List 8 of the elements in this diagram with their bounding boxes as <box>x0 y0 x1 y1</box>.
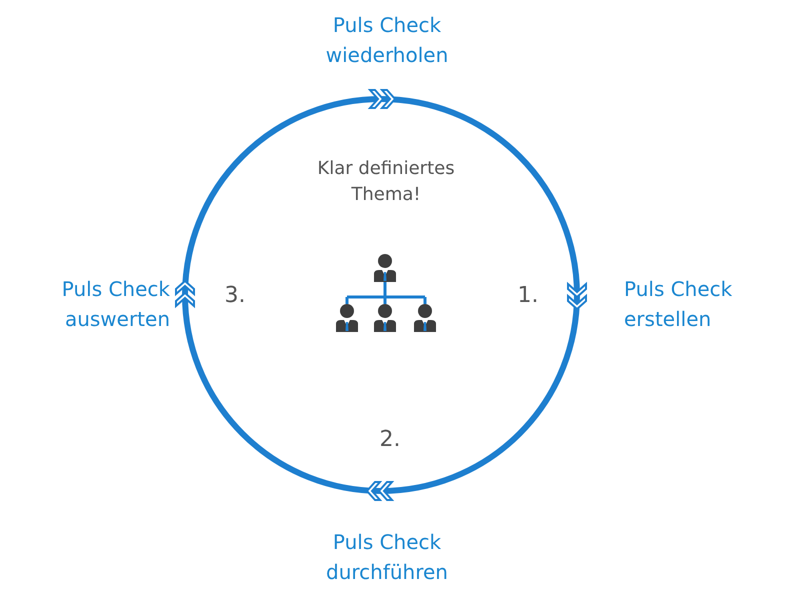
step-number: 3. <box>224 283 246 309</box>
step-number: 1. <box>516 283 540 309</box>
note-text: Klar definiertes Thema! <box>316 157 456 207</box>
stage-label: Puls Check wiederholen <box>302 10 472 70</box>
step-number: 2. <box>378 427 402 453</box>
stage-label: Puls Check durchführen <box>302 527 472 587</box>
stage-label: Puls Check auswerten <box>0 274 170 334</box>
stage-label: Puls Check erstellen <box>624 274 794 334</box>
